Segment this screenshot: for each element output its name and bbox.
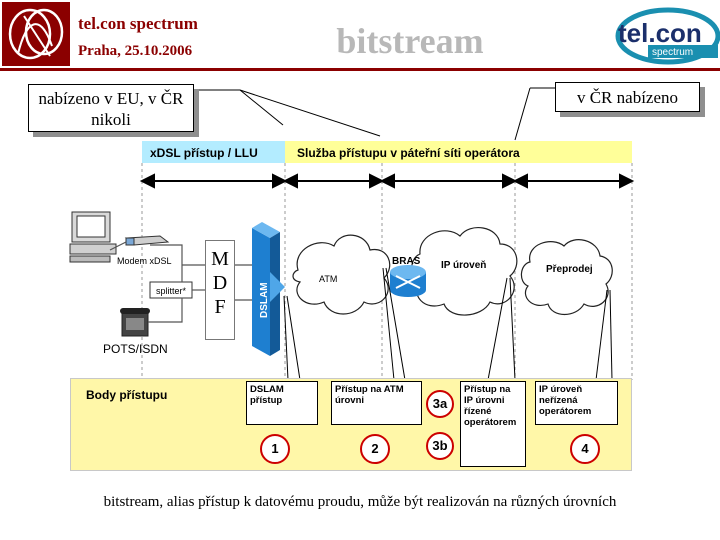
access-points-title: Body přístupu (86, 388, 168, 402)
header-divider (0, 68, 720, 71)
bras-router-icon (390, 265, 426, 297)
band-xdsl-label: xDSL přístup / LLU (150, 146, 258, 160)
splitter-label: splitter* (156, 286, 187, 296)
pots-isdn-label: POTS/ISDN (103, 342, 168, 356)
telcon-logo-text: tel.con (618, 18, 702, 48)
ip-cloud-icon (411, 227, 518, 316)
bras-label: BRAS (392, 256, 421, 267)
modem-label: Modem xDSL (117, 256, 172, 266)
access-point-dslam: DSLAM přístup (246, 381, 318, 425)
org-name: tel.con spectrum (78, 14, 198, 33)
telcon-logo-subtext: spectrum (652, 47, 693, 58)
page-title: bitstream (336, 21, 484, 61)
access-point-number-4: 4 (570, 434, 600, 464)
access-point-ip-unmanaged: IP úroveň neřízená operátorem (535, 381, 618, 425)
dslam-block (252, 222, 285, 356)
access-lines (109, 241, 252, 323)
access-point-number-3b: 3b (426, 432, 454, 460)
mdf-letter-m: M (211, 248, 229, 270)
atm-cloud-icon (292, 234, 391, 315)
ip-cloud-label: IP úroveň (441, 260, 487, 271)
access-point-atm: Přístup na ATM úrovni (331, 381, 422, 425)
resale-cloud-label: Přeprodej (546, 264, 593, 275)
telcon-logo-icon: tel.con spectrum (615, 7, 720, 65)
atm-cloud-label: ATM (319, 274, 338, 284)
mdf-frame: M D F (205, 240, 235, 340)
band-operator-label: Služba přístupu v páteřní síti operátora (297, 146, 520, 160)
slide-caption: bitstream, alias přístup k datovému prou… (103, 494, 617, 510)
segment-arrows (139, 173, 635, 189)
access-point-ip-managed: Přístup na IP úrovni řízené operátorem (460, 381, 526, 467)
access-point-number-2: 2 (360, 434, 390, 464)
access-point-number-3a: 3a (426, 390, 454, 418)
dslam-label: DSLAM (259, 282, 270, 318)
callout-cr-offered: v ČR nabízeno (555, 82, 700, 112)
callout-eu-offered: nabízeno v EU, v ČR nikoli (28, 84, 194, 132)
callout-pointer-lines (194, 87, 555, 141)
resale-cloud-icon (520, 239, 613, 316)
access-point-funnels (283, 267, 613, 381)
band-operator-backbone (285, 141, 632, 163)
presentation-date: Praha, 25.10.2006 (78, 43, 193, 59)
computer-icon (69, 211, 117, 263)
mdf-letter-d: D (212, 272, 228, 294)
modem-icon (124, 235, 170, 246)
mdf-letter-f: F (214, 296, 226, 318)
band-xdsl-access (142, 141, 285, 163)
phone-icon (120, 308, 150, 337)
access-point-number-1: 1 (260, 434, 290, 464)
monogram-logo-icon (2, 2, 70, 66)
